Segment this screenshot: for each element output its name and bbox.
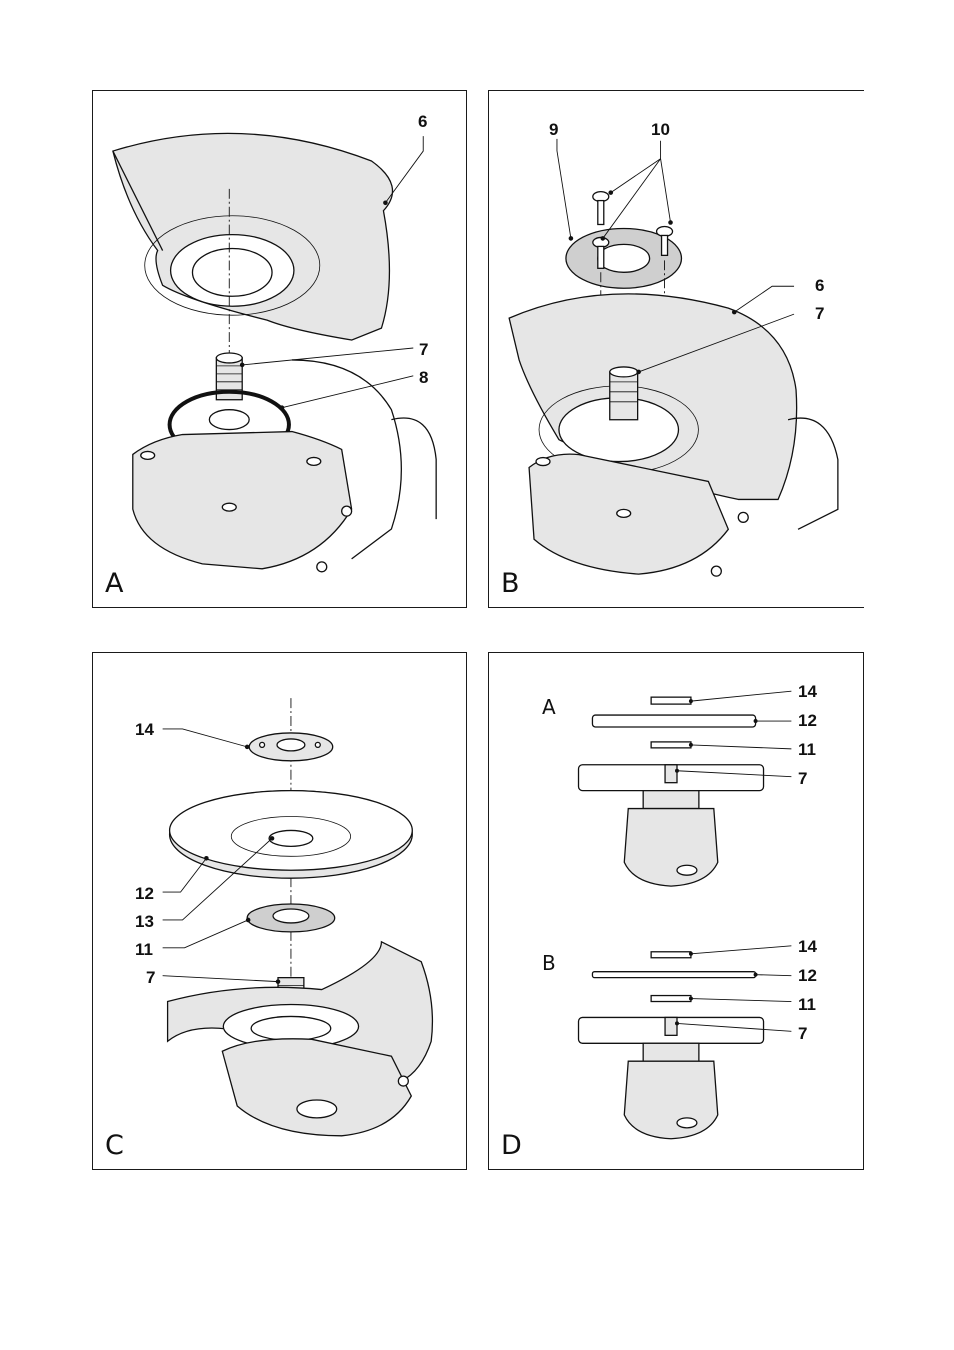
stack-a <box>579 691 792 886</box>
callout-7: 7 <box>419 341 428 358</box>
callout-12: 12 <box>135 885 154 902</box>
callout-9: 9 <box>549 121 558 138</box>
guard-mounting-illustration <box>489 91 864 607</box>
callout-7: 7 <box>815 305 824 322</box>
callout-13: 13 <box>135 913 154 930</box>
figure-panel-b: 9 10 6 7 B <box>488 90 864 608</box>
callout-12: 12 <box>798 967 817 984</box>
stack-b <box>579 946 792 1139</box>
callout-7: 7 <box>798 770 807 787</box>
callout-14: 14 <box>798 683 817 700</box>
callout-12: 12 <box>798 712 817 729</box>
panel-letter: A <box>105 568 123 599</box>
callout-14: 14 <box>798 938 817 955</box>
disc-orientation-illustration <box>489 653 863 1169</box>
callout-11: 11 <box>798 741 816 758</box>
callout-11: 11 <box>798 996 816 1013</box>
panel-letter: B <box>501 568 520 599</box>
figure-panel-d: A 14 12 11 7 B 14 12 11 7 D <box>488 652 864 1170</box>
callout-14: 14 <box>135 721 154 738</box>
callout-6: 6 <box>815 277 824 294</box>
callout-6: 6 <box>418 113 427 130</box>
sub-letter-b: B <box>542 951 556 975</box>
panel-letter: D <box>501 1130 522 1161</box>
callout-8: 8 <box>419 369 428 386</box>
spindle <box>610 372 638 420</box>
callout-10: 10 <box>651 121 670 138</box>
callout-7: 7 <box>798 1025 807 1042</box>
figure-panel-a: 6 7 8 A <box>92 90 467 608</box>
sub-letter-a: A <box>542 695 556 719</box>
gear-head <box>133 432 352 569</box>
figure-panel-c: 14 12 13 11 7 C <box>92 652 467 1170</box>
panel-letter: C <box>105 1130 124 1161</box>
callout-11: 11 <box>135 941 153 958</box>
guard-removal-illustration <box>93 91 466 607</box>
callout-7: 7 <box>146 969 155 986</box>
